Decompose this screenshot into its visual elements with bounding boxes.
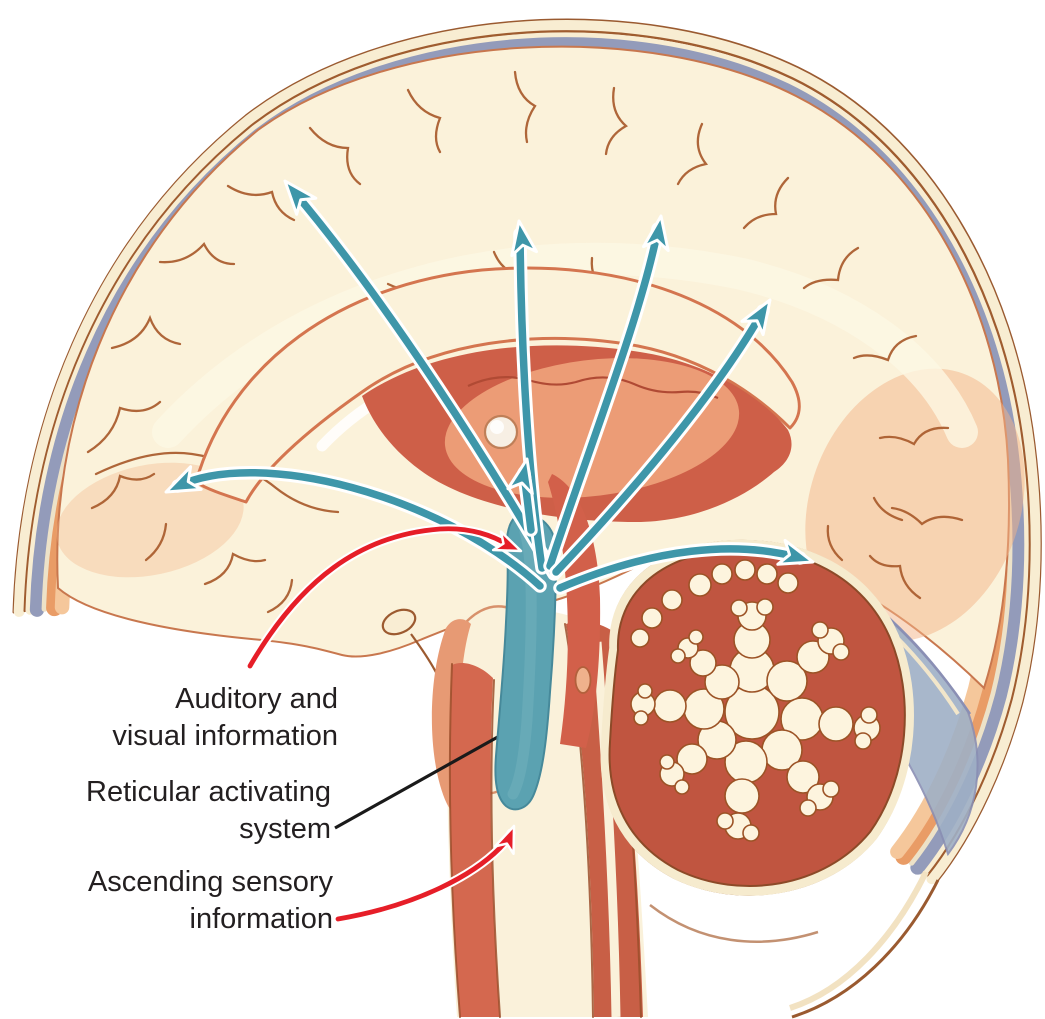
- label-auditory-visual-information: Auditory and visual information: [112, 681, 338, 755]
- corpus-callosum: [194, 266, 801, 504]
- aqueduct-detail: [574, 666, 592, 694]
- label-line: information: [189, 903, 333, 935]
- label-line: visual information: [112, 720, 338, 752]
- projection-arrow-right: [553, 538, 815, 595]
- label-line: system: [239, 813, 331, 845]
- ascending-sensory-input-arrow: [333, 824, 516, 924]
- frontal-blush: [56, 462, 244, 578]
- interthalamic-spot-highlight: [490, 420, 504, 434]
- neck-outline: [791, 879, 940, 1019]
- label-line: Ascending sensory: [87, 866, 333, 898]
- projection-arrow-upper-right: [549, 298, 772, 579]
- auditory-visual-input-arrow: [245, 524, 523, 671]
- label-reticular-activating-system: Reticular activating system: [86, 774, 331, 848]
- optic-chiasm: [381, 608, 417, 636]
- foramen-magnum-line: [649, 904, 819, 943]
- label-line: Auditory and: [175, 683, 338, 715]
- cerebellum: [600, 539, 940, 1019]
- neck-inner-line: [789, 870, 929, 1011]
- cingulate-band: [152, 242, 978, 448]
- cerebellum-arbor-vitae: [630, 559, 881, 842]
- cortical-projection-arrows: [164, 179, 815, 595]
- label-ascending-sensory-information: Ascending sensory information: [88, 864, 333, 938]
- label-line: Reticular activating: [86, 776, 331, 808]
- projection-arrow-left: [164, 465, 547, 593]
- medulla-left-stripe: [449, 662, 500, 1017]
- projection-arrow-up-2: [543, 214, 670, 573]
- projection-arrow-short-up: [506, 457, 538, 537]
